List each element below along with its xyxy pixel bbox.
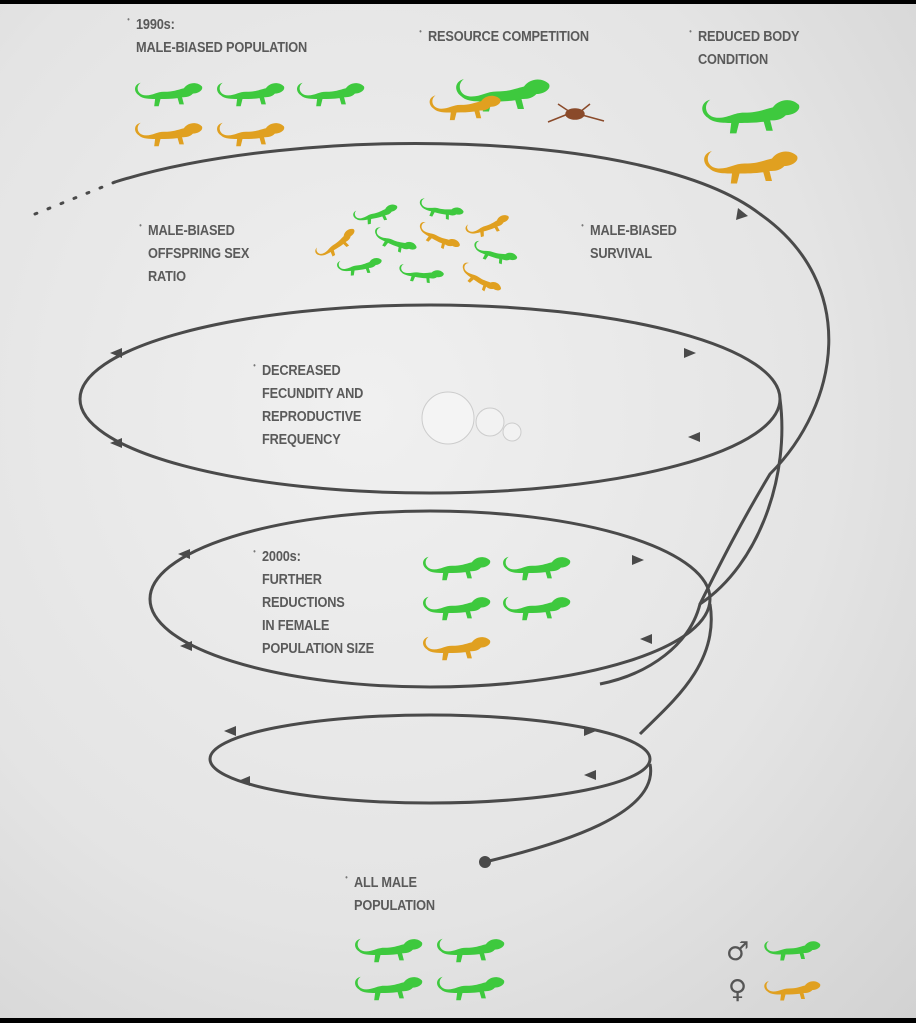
- male-lizard-icon: [217, 82, 285, 107]
- arrow-icon: [632, 555, 644, 565]
- arrow-icon: [180, 641, 192, 651]
- male-symbol-icon: ♂: [726, 937, 749, 967]
- female-symbol-icon: ♀: [728, 975, 747, 1005]
- arrow-icon: [178, 549, 190, 559]
- diagram-canvas: ♂ ♀ 1990s: MALE-BIASED POPULATION RESOUR…: [0, 4, 916, 1018]
- male-lizard-icon: [437, 938, 505, 963]
- dotted-start: [33, 180, 117, 216]
- male-juvenile-icon: [397, 263, 445, 287]
- male-lizard-icon: [297, 82, 365, 107]
- male-juvenile-icon: [352, 203, 400, 227]
- male-lizard-icon: [437, 976, 505, 1001]
- label-reduced-body-condition: REDUCED BODY CONDITION: [689, 20, 799, 72]
- spider-icon: [547, 103, 605, 123]
- male-lizard-icon: [702, 99, 800, 134]
- male-lizards: [135, 79, 821, 1001]
- arrow-icon: [224, 726, 236, 736]
- male-lizard-icon: [355, 938, 423, 963]
- label-male-biased-survival: MALE-BIASED SURVIVAL: [581, 214, 677, 266]
- male-lizard-icon: [423, 596, 491, 621]
- male-juvenile-icon: [470, 239, 519, 270]
- spiral-line: [33, 141, 831, 864]
- male-juvenile-icon: [370, 225, 418, 260]
- arrow-icon: [238, 776, 250, 786]
- female-lizard-icon: [135, 122, 203, 147]
- female-juvenile-icon: [464, 213, 512, 241]
- male-lizard-icon: [135, 82, 203, 107]
- female-lizard-icon: [704, 151, 798, 184]
- label-1990s: 1990s: MALE-BIASED POPULATION: [127, 8, 307, 60]
- male-lizard-icon: [503, 556, 571, 581]
- label-offspring-sex-ratio: MALE-BIASED OFFSPRING SEX RATIO: [139, 214, 249, 289]
- arrows: [110, 208, 748, 786]
- end-dot: [479, 856, 491, 868]
- arrow-icon: [110, 348, 122, 358]
- male-lizard-icon: [503, 596, 571, 621]
- male-lizard-icon: [355, 976, 423, 1001]
- female-juvenile-icon: [414, 220, 462, 257]
- legend: ♂ ♀: [726, 937, 749, 1005]
- label-all-male-population: ALL MALE POPULATION: [345, 866, 435, 918]
- arrow-icon: [584, 770, 596, 780]
- male-lizard-icon: [423, 556, 491, 581]
- female-lizard-icon: [217, 122, 285, 147]
- spiral-diagram: ♂ ♀: [33, 79, 831, 1005]
- eggs-icon: [421, 391, 522, 445]
- female-juvenile-icon: [456, 260, 503, 300]
- arrow-icon: [110, 438, 122, 448]
- arrow-icon: [584, 726, 596, 736]
- arrow-icon: [640, 634, 652, 644]
- male-juvenile-icon: [417, 197, 465, 225]
- label-resource-competition: RESOURCE COMPETITION: [419, 20, 589, 49]
- label-decreased-fecundity: DECREASED FECUNDITY AND REPRODUCTIVE FRE…: [253, 354, 363, 452]
- legend-male-lizard-icon: [764, 941, 821, 961]
- arrow-icon: [684, 348, 696, 358]
- male-juvenile-icon: [336, 257, 383, 277]
- female-juvenile-icon: [313, 226, 361, 263]
- arrow-icon: [736, 208, 748, 220]
- legend-female-lizard-icon: [764, 981, 821, 1001]
- arrow-icon: [688, 432, 700, 442]
- label-2000s: 2000s: FURTHER REDUCTIONS IN FEMALE POPU…: [253, 540, 374, 661]
- female-lizard-icon: [423, 636, 491, 661]
